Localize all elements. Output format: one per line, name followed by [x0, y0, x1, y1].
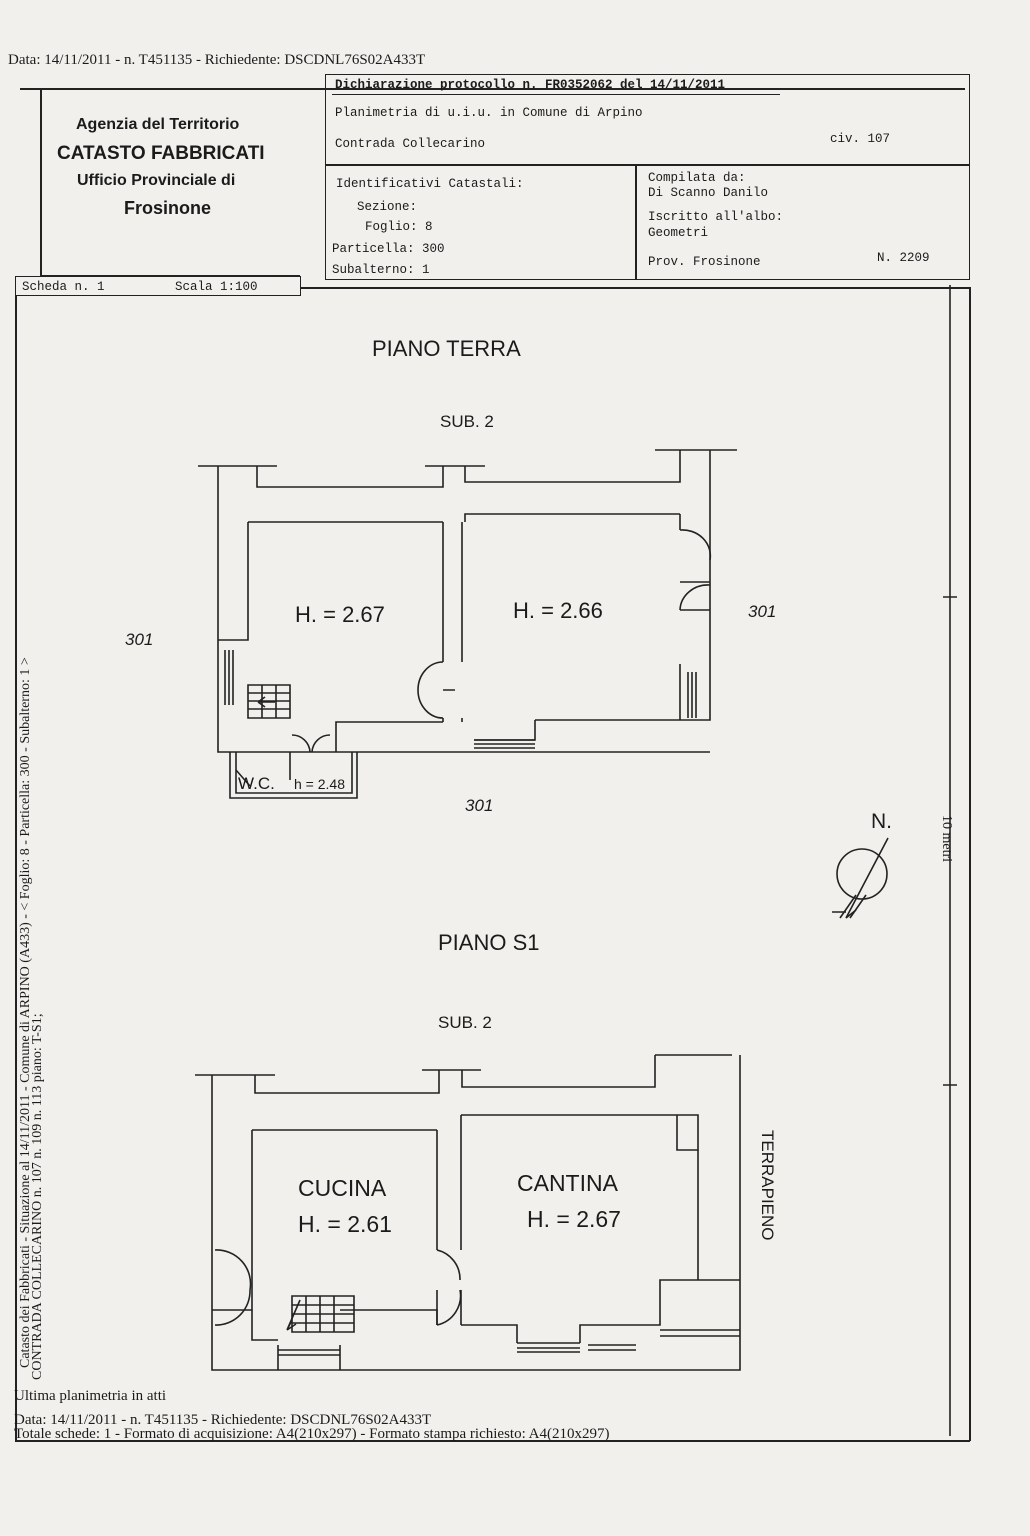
neighbor-left-label: 301: [125, 630, 154, 649]
profession-field: Geometri: [648, 226, 709, 240]
north-label: N.: [871, 810, 892, 833]
drawing-frame-right: [969, 287, 971, 1441]
declaration-box: [325, 74, 970, 165]
scale-label: Scala 1:100: [175, 280, 258, 294]
wc-height: h = 2.48: [294, 776, 345, 792]
agency-name: Agenzia del Territorio: [76, 116, 240, 133]
ground-floor-sub: SUB. 2: [440, 412, 494, 431]
scheda-box: [15, 276, 301, 296]
compiled-name: Di Scanno Danilo: [648, 186, 769, 200]
wc-label: W.C.: [238, 774, 275, 793]
registration-number: N. 2209: [877, 251, 930, 265]
foglio-field: Foglio: 8: [365, 220, 433, 234]
basement-title: PIANO S1: [438, 930, 540, 955]
compiled-title: Compilata da:: [648, 171, 746, 185]
sezione-field: Sezione:: [357, 200, 418, 214]
kitchen-name: CUCINA: [298, 1175, 387, 1201]
province-field: Prov. Frosinone: [648, 255, 761, 269]
subalterno-field: Subalterno: 1: [332, 263, 430, 277]
print-header: Data: 14/11/2011 - n. T451135 - Richiede…: [8, 52, 426, 68]
room-right-height: H. = 2.66: [513, 598, 603, 623]
neighbor-bottom-label: 301: [465, 796, 494, 815]
drawing-frame-top: [301, 287, 971, 289]
footer-totals-line: Totale schede: 1 - Formato di acquisizio…: [14, 1426, 610, 1442]
protocol-line: Dichiarazione protocollo n. FR0352062 de…: [335, 78, 726, 92]
particella-field: Particella: 300: [332, 242, 445, 256]
civic-number: civ. 107: [830, 132, 891, 146]
identifiers-divider: [635, 165, 637, 280]
kitchen-height: H. = 2.61: [298, 1211, 392, 1237]
address-line: Contrada Collecarino: [335, 137, 486, 151]
identifiers-title: Identificativi Catastali:: [336, 177, 524, 191]
identifiers-box: [325, 165, 970, 280]
cellar-height: H. = 2.67: [527, 1206, 621, 1232]
plan-line: Planimetria di u.i.u. in Comune di Arpin…: [335, 106, 643, 120]
office-label: Ufficio Provinciale di: [77, 172, 236, 189]
registered-label: Iscritto all'albo:: [648, 210, 784, 224]
scale-bar-label: 10 metri: [939, 815, 954, 863]
footer-data-line: Data: 14/11/2011 - n. T451135 - Richiede…: [14, 1412, 432, 1428]
cellar-name: CANTINA: [517, 1170, 618, 1196]
basement-sub: SUB. 2: [438, 1013, 492, 1032]
protocol-underline: [332, 94, 780, 96]
office-city: Frosinone: [124, 198, 212, 218]
neighbor-right-label: 301: [748, 602, 777, 621]
last-plan-note: Ultima planimetria in atti: [14, 1388, 167, 1404]
header-top-border: [20, 88, 965, 90]
drawing-frame-left: [15, 296, 17, 1441]
north-arrow: [832, 837, 889, 919]
catasto-title: CATASTO FABBRICATI: [57, 143, 265, 164]
scheda-number: Scheda n. 1: [22, 280, 105, 294]
drawing-frame-bottom: [15, 1440, 970, 1442]
header-bottom-left-border: [40, 275, 300, 277]
header-left-border: [40, 88, 42, 276]
side-label-terrapieno: TERRAPIENO: [758, 1130, 777, 1241]
room-left-height: H. = 2.67: [295, 602, 385, 627]
ground-floor-title: PIANO TERRA: [372, 336, 521, 361]
